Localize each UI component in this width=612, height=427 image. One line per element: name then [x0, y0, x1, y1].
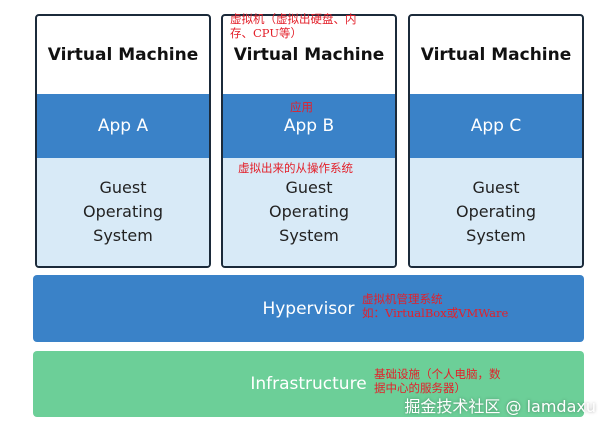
- app-annotation-text: 应用: [290, 100, 313, 114]
- app-a-layer: App A: [37, 94, 209, 158]
- virtual-machine-c: Virtual Machine App C Guest Operating Sy…: [408, 14, 584, 268]
- vm-annotation-line: 虚拟机（虚拟出硬盘、内: [230, 12, 357, 26]
- guest-os-line: System: [279, 226, 339, 245]
- hypervisor-label: Hypervisor: [262, 298, 355, 319]
- guest-os-line: System: [466, 226, 526, 245]
- hypervisor-annotation-line: 如：VirtualBox或VMWare: [362, 306, 509, 320]
- guest-os-annotation: 虚拟出来的从操作系统: [238, 161, 353, 175]
- watermark: 掘金技术社区 @ lamdaxu: [404, 397, 596, 416]
- app-b-layer: App B: [223, 94, 395, 158]
- guest-os-line: Guest: [285, 178, 333, 197]
- vm-title: Virtual Machine: [233, 45, 385, 65]
- app-c-layer: App C: [410, 94, 582, 158]
- infrastructure-annotation-line: 据中心的服务器）: [374, 381, 466, 395]
- guest-os-line: Operating: [269, 202, 349, 221]
- guest-os-layer: Guest Operating System: [410, 158, 582, 266]
- guest-os-layer: Guest Operating System: [223, 158, 395, 266]
- vm-title: Virtual Machine: [420, 45, 572, 65]
- infrastructure-label: Infrastructure: [250, 374, 367, 394]
- virtual-machine-b: Virtual Machine App B Guest Operating Sy…: [221, 14, 397, 268]
- virtual-machine-a: Virtual Machine App A Guest Operating Sy…: [35, 14, 211, 268]
- vm-annotation: 虚拟机（虚拟出硬盘、内 存、CPU等）: [230, 12, 357, 40]
- hypervisor-layer: Hypervisor: [33, 275, 584, 342]
- guest-os-line: Guest: [99, 178, 147, 197]
- guest-os-annotation-text: 虚拟出来的从操作系统: [238, 161, 353, 175]
- guest-os-line: Operating: [83, 202, 163, 221]
- infrastructure-annotation-line: 基础设施（个人电脑，数: [374, 367, 501, 381]
- hypervisor-annotation-line: 虚拟机管理系统: [362, 292, 443, 306]
- infrastructure-annotation: 基础设施（个人电脑，数 据中心的服务器）: [374, 367, 501, 395]
- vm-title: Virtual Machine: [47, 45, 199, 65]
- guest-os-line: Guest: [472, 178, 520, 197]
- guest-os-layer: Guest Operating System: [37, 158, 209, 266]
- infrastructure-layer: Infrastructure: [33, 351, 584, 417]
- app-annotation: 应用: [290, 100, 313, 114]
- vm-annotation-line: 存、CPU等）: [230, 26, 303, 40]
- hypervisor-annotation: 虚拟机管理系统 如：VirtualBox或VMWare: [362, 292, 508, 320]
- guest-os-line: System: [93, 226, 153, 245]
- guest-os-line: Operating: [456, 202, 536, 221]
